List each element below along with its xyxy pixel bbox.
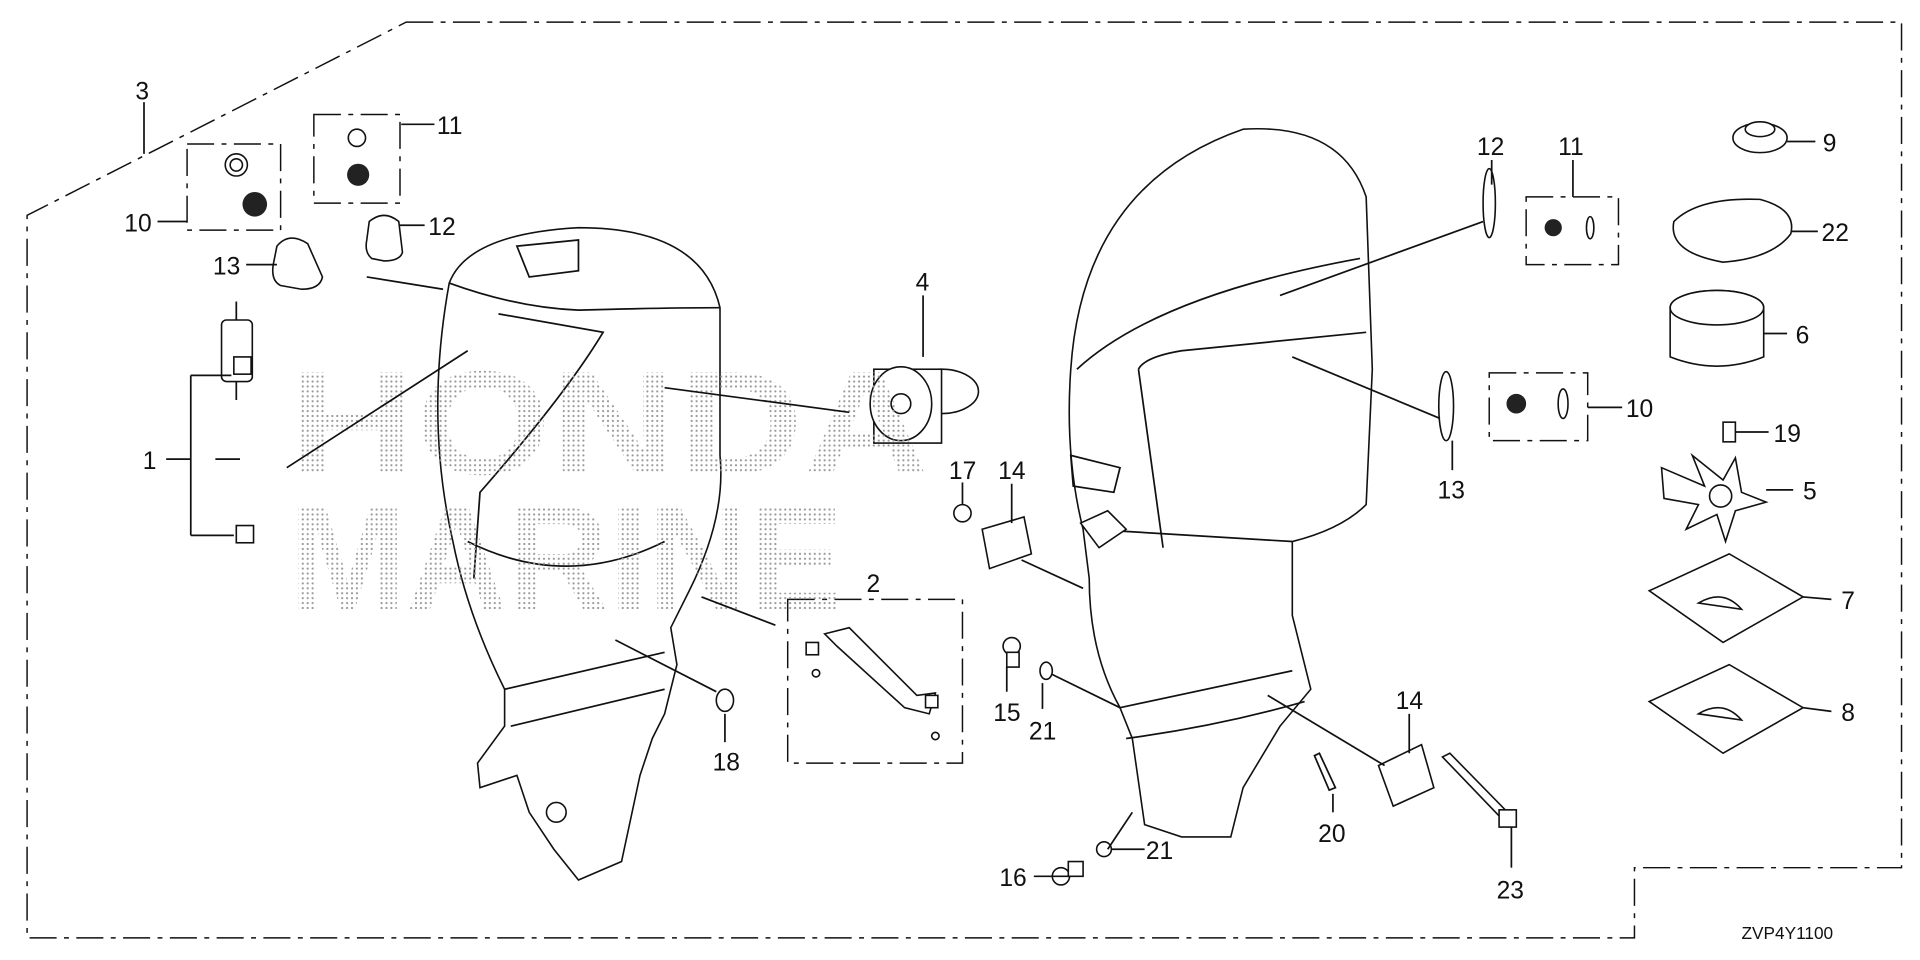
callout-12[interactable]: 12 <box>1477 134 1504 161</box>
callout-13[interactable]: 13 <box>213 253 240 280</box>
diagram-code: ZVP4Y1100 <box>1742 923 1834 943</box>
part-2-bracket-kit[interactable] <box>786 598 964 764</box>
callout-14[interactable]: 14 <box>998 458 1025 485</box>
part-12-seal-right[interactable] <box>1482 167 1497 239</box>
callout-8[interactable]: 8 <box>1841 700 1855 727</box>
callout-20[interactable]: 20 <box>1318 821 1345 848</box>
part-17-nut[interactable] <box>953 503 972 523</box>
callout-4[interactable]: 4 <box>916 269 930 296</box>
callout-18[interactable]: 18 <box>713 749 740 776</box>
callout-22[interactable]: 22 <box>1822 220 1849 247</box>
part-21-washer-upper[interactable] <box>1039 661 1054 681</box>
callout-17[interactable]: 17 <box>949 458 976 485</box>
leader-lines <box>143 102 1832 878</box>
part-19-key[interactable] <box>1722 421 1737 443</box>
callout-19[interactable]: 19 <box>1774 421 1801 448</box>
part-13-seal-right[interactable] <box>1437 370 1455 442</box>
watermark: HONDA MARINE <box>289 341 929 641</box>
callout-10[interactable]: 10 <box>124 210 151 237</box>
part-21-washer-lower[interactable] <box>1095 841 1113 858</box>
part-14-anode-right[interactable] <box>1377 743 1435 808</box>
part-20-pin[interactable] <box>1313 752 1337 792</box>
part-10-drain-plug-kit-right[interactable] <box>1488 372 1589 442</box>
callout-6[interactable]: 6 <box>1796 322 1810 349</box>
part-11-plug-kit-right[interactable] <box>1525 196 1620 266</box>
callout-3[interactable]: 3 <box>135 79 149 106</box>
part-11-plug-kit-left[interactable] <box>313 113 401 204</box>
callout-9[interactable]: 9 <box>1823 130 1837 157</box>
callout-11[interactable]: 11 <box>1558 134 1584 161</box>
part-14-anode-left[interactable] <box>981 515 1033 570</box>
left-outboard-motor[interactable] <box>436 226 722 881</box>
part-12-seal-left[interactable] <box>365 214 404 262</box>
callout-7[interactable]: 7 <box>1841 588 1855 615</box>
callout-21[interactable]: 21 <box>1029 719 1056 746</box>
part-8-gasket[interactable] <box>1647 663 1805 755</box>
callout-23[interactable]: 23 <box>1497 877 1524 904</box>
part-5-impeller[interactable] <box>1660 452 1769 545</box>
part-10-drain-plug-kit-left[interactable] <box>186 143 282 231</box>
part-7-plate[interactable] <box>1647 552 1805 644</box>
callout-5[interactable]: 5 <box>1803 479 1817 506</box>
part-18-washer[interactable] <box>715 688 735 713</box>
part-16-bolt[interactable] <box>1051 860 1084 886</box>
callout-13[interactable]: 13 <box>1438 477 1465 504</box>
part-1-fuel-filter[interactable] <box>220 301 255 544</box>
callout-labels: 3 11 10 13 12 1 4 17 14 2 18 15 21 16 21… <box>124 79 1855 943</box>
right-outboard-motor[interactable] <box>1068 127 1374 838</box>
callout-14[interactable]: 14 <box>1396 688 1423 715</box>
callout-21[interactable]: 21 <box>1146 838 1173 865</box>
callout-2[interactable]: 2 <box>866 571 880 598</box>
part-15-bolt[interactable] <box>1002 636 1022 668</box>
part-23-bolt[interactable] <box>1441 752 1518 828</box>
svg-text:HONDA: HONDA <box>289 341 929 506</box>
assembly-frame <box>26 21 1903 939</box>
part-13-seal-left[interactable] <box>271 237 324 291</box>
part-6-housing[interactable] <box>1669 289 1765 367</box>
callout-10[interactable]: 10 <box>1626 396 1653 423</box>
part-9-seal[interactable] <box>1732 121 1788 154</box>
callout-12[interactable]: 12 <box>428 214 455 241</box>
svg-text:MARINE: MARINE <box>289 476 843 641</box>
part-22-gasket[interactable] <box>1672 198 1793 263</box>
callout-11[interactable]: 11 <box>437 113 463 140</box>
callout-16[interactable]: 16 <box>999 865 1026 892</box>
callout-1[interactable]: 1 <box>143 448 157 475</box>
part-4-oil-filter[interactable] <box>869 365 980 444</box>
callout-15[interactable]: 15 <box>993 700 1020 727</box>
